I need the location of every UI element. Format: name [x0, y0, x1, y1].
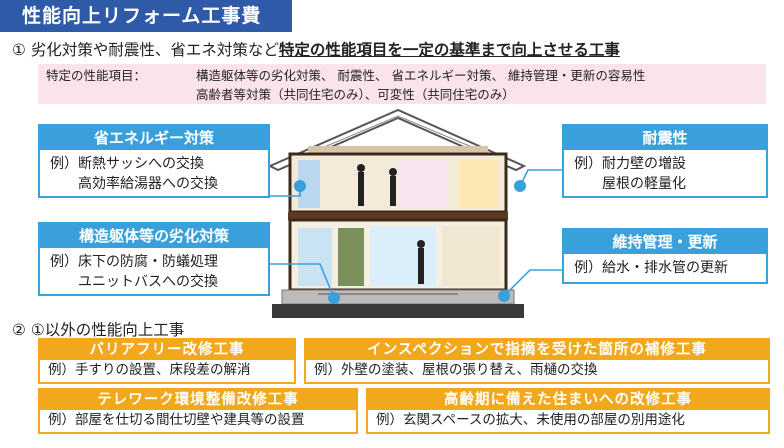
box-elderly-head: 高齢期に備えた住まいへの改修工事 [368, 390, 768, 410]
upper-window-left [298, 160, 320, 208]
box-structure-head: 構造躯体等の劣化対策 [40, 224, 268, 248]
box-barrier-head: バリアフリー改修工事 [40, 340, 294, 360]
perf-items-line2: 高齢者等対策（共同住宅のみ）、可変性（共同住宅のみ） [196, 87, 515, 102]
box-inspect: インスペクションで指摘を受けた箇所の補修工事 例）外壁の塗装、屋根の張り替え、雨… [304, 338, 770, 384]
box-quake-line2: 屋根の軽量化 [602, 176, 686, 192]
perf-items-line1: 構造躯体等の劣化対策、 耐震性、 省エネルギー対策、 維持管理・更新の容易性 [196, 68, 646, 83]
box-maint-line1: 例）給水・排水管の更新 [574, 260, 728, 276]
section1-emphasis: 特定の性能項目を一定の基準まで向上させる工事 [278, 41, 620, 59]
person-upper-1 [358, 172, 364, 206]
connector-quake [519, 169, 562, 187]
perf-items-box: 特定の性能項目： 構造躯体等の劣化対策、 耐震性、 省エネルギー対策、 維持管理… [38, 64, 766, 104]
person-upper-1-head [357, 164, 365, 172]
perf-items-label: 特定の性能項目： [46, 68, 147, 83]
box-maint: 維持管理・更新 例）給水・排水管の更新 [562, 228, 768, 284]
connector-maint [503, 269, 562, 297]
box-maint-head: 維持管理・更新 [564, 230, 766, 254]
box-energy-line2: 高効率給湯器への交換 [78, 176, 218, 192]
house-illustration [267, 108, 527, 318]
box-structure-line1: 例）床下の防腐・防蟻処理 [50, 254, 218, 270]
box-telework-head: テレワーク環境整備改修工事 [40, 390, 356, 410]
person-upper-2-head [389, 168, 397, 176]
box-energy: 省エネルギー対策 例）断熱サッシへの交換 高効率給湯器への交換 [38, 124, 270, 198]
section2-number: ② [12, 321, 26, 339]
section1-number: ① [12, 41, 26, 59]
box-quake-line1: 例）耐力壁の増設 [574, 156, 686, 172]
lower-window-left [298, 228, 332, 286]
box-quake-head: 耐震性 [564, 126, 766, 150]
lower-room-kitchen [442, 226, 500, 286]
section1-text: 劣化対策や耐震性、省エネ対策など [30, 41, 279, 59]
box-telework-body: 例）部屋を仕切る間仕切壁や建具等の設置 [48, 412, 305, 428]
box-energy-line1: 例）断熱サッシへの交換 [50, 156, 204, 172]
upper-room-bath [458, 160, 498, 208]
person-upper-2 [390, 176, 396, 206]
box-structure: 構造躯体等の劣化対策 例）床下の防腐・防蟻処理 ユニットバスへの交換 [38, 222, 270, 296]
box-quake: 耐震性 例）耐力壁の増設 屋根の軽量化 [562, 124, 768, 198]
lower-room-living [370, 226, 436, 286]
box-elderly: 高齢期に備えた住まいへの改修工事 例）玄関スペースの拡大、未使用の部屋の別用途化 [366, 388, 770, 434]
roof [267, 108, 527, 172]
marker-maint [498, 290, 510, 302]
attic-beam [308, 146, 488, 156]
section2-heading: ② ①以外の性能向上工事 [12, 318, 184, 340]
box-barrier: バリアフリー改修工事 例）手すりの設置、床段差の解消 [38, 338, 296, 384]
marker-structure [328, 292, 340, 304]
person-lower [418, 248, 424, 284]
box-telework: テレワーク環境整備改修工事 例）部屋を仕切る間仕切壁や建具等の設置 [38, 388, 358, 434]
box-inspect-head: インスペクションで指摘を受けた箇所の補修工事 [306, 340, 768, 360]
box-structure-line2: ユニットバスへの交換 [78, 274, 218, 290]
page-title: 性能向上リフォーム工事費 [0, 0, 292, 32]
upper-room-right [398, 160, 448, 208]
section2-text: ①以外の性能向上工事 [30, 321, 185, 339]
box-barrier-body: 例）手すりの設置、床段差の解消 [48, 362, 251, 378]
person-lower-head [417, 240, 425, 248]
box-energy-head: 省エネルギー対策 [40, 126, 268, 150]
connector-structure [268, 263, 335, 299]
box-inspect-body: 例）外壁の塗装、屋根の張り替え、雨樋の交換 [314, 362, 598, 378]
ground-base [272, 304, 524, 318]
section1-heading: ① 劣化対策や耐震性、省エネ対策など特定の性能項目を一定の基準まで向上させる工事 [12, 38, 620, 60]
marker-quake [514, 180, 526, 192]
floor-slab [288, 212, 508, 220]
marker-energy [294, 180, 306, 192]
lower-room-door [338, 228, 364, 286]
box-elderly-body: 例）玄関スペースの拡大、未使用の部屋の別用途化 [376, 412, 685, 428]
